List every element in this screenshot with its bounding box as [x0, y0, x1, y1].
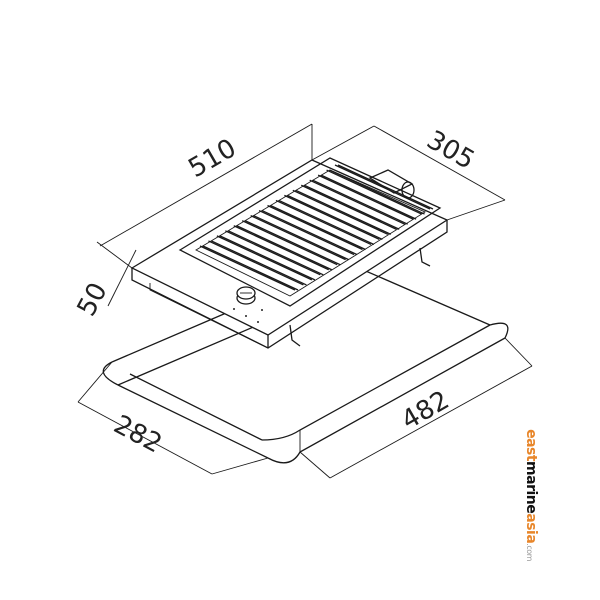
grill-bar	[219, 235, 316, 281]
grill-bar	[275, 199, 372, 246]
grill-bar	[261, 209, 358, 256]
grill-bar	[303, 184, 400, 230]
grill-bar	[241, 220, 338, 266]
grill-bar	[284, 194, 380, 240]
grill-bar	[208, 240, 304, 286]
dimension-lines	[77, 123, 533, 479]
grill-bar	[317, 174, 414, 220]
grill-bar	[236, 225, 333, 271]
mounting-clips	[289, 247, 431, 347]
grill-bar	[244, 220, 341, 266]
grill-bar	[329, 169, 425, 215]
grill-bar	[228, 230, 324, 276]
grill-bar	[267, 204, 363, 251]
grill-bar	[202, 245, 299, 291]
dimension-length: 510	[184, 133, 242, 184]
grill-bar	[258, 209, 355, 256]
grill-bar	[312, 179, 408, 225]
dimension-cutout-width: 282	[109, 410, 167, 460]
grill-bar	[216, 235, 313, 281]
logo-part-east: east	[523, 429, 539, 462]
dimension-width: 305	[422, 125, 480, 176]
logo-part-asia: asia	[523, 513, 539, 544]
logo-suffix: .com	[525, 543, 534, 561]
grill-bar	[287, 194, 383, 240]
grill-bar	[278, 199, 375, 246]
grill-bar	[334, 164, 431, 210]
grill-bar	[250, 215, 346, 261]
brand-logo: eastmarineasia.com	[516, 429, 546, 561]
grill-bar	[225, 230, 321, 276]
grill-bar	[295, 189, 392, 235]
grill-bar	[270, 204, 366, 251]
grill-bar	[292, 189, 389, 235]
grill-bar	[326, 169, 422, 215]
grill-bars	[199, 164, 434, 291]
grill-bar	[309, 179, 405, 225]
grill-bar	[199, 245, 296, 291]
grill-bar	[233, 225, 330, 271]
grill-bar	[320, 174, 417, 220]
control-knob-icon	[233, 286, 263, 323]
grill-bar	[211, 240, 307, 286]
dimension-height: 50	[72, 278, 114, 321]
heating-element-housing	[368, 169, 415, 199]
grill-bar	[253, 215, 349, 261]
hob-body	[130, 157, 449, 349]
logo-part-marine: marine	[523, 461, 539, 514]
grill-bar	[300, 184, 397, 230]
